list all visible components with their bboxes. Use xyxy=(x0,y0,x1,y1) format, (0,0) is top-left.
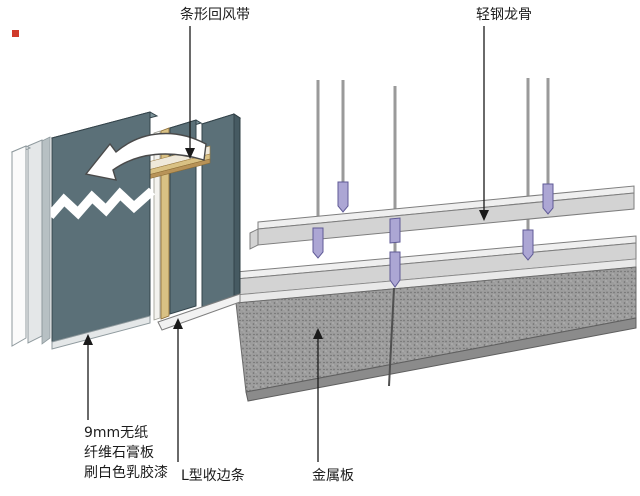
arrowhead-gypsum-board xyxy=(83,334,93,345)
board-liner-layer xyxy=(153,130,161,321)
outer-board-second xyxy=(27,139,43,344)
callout-gypsum-board-line3: 刷白色乳胶漆 xyxy=(84,465,168,481)
rear-panel-side-face xyxy=(233,113,241,301)
rear-panel-front-face xyxy=(201,113,235,311)
callout-light-steel-keel: 轻钢龙骨 xyxy=(476,7,532,23)
suspended-ceiling-assembly xyxy=(235,78,637,402)
arrowhead-metal-panel xyxy=(313,328,323,339)
hanger-clip xyxy=(337,181,349,213)
hanger-clip xyxy=(389,217,401,244)
callout-gypsum-board-line2: 纤维石膏板 xyxy=(84,445,154,461)
main-runner-end-cap xyxy=(249,228,259,250)
metal-panel-seam xyxy=(388,287,395,387)
main-runner-keel xyxy=(249,185,635,250)
airflow-arrow xyxy=(84,132,207,181)
outer-board-front-face xyxy=(11,145,27,347)
callout-strip-return-air: 条形回风带 xyxy=(180,7,250,23)
hanger-clips xyxy=(312,181,554,288)
arrowhead-edge-trim xyxy=(173,318,183,329)
callout-gypsum-board-line1: 9mm无纸 xyxy=(84,425,149,441)
board-core-layer xyxy=(160,127,170,320)
arrowhead-light-steel-keel xyxy=(479,210,489,221)
section-break-zigzag xyxy=(46,187,155,220)
metal-panel-front-edge xyxy=(245,317,637,402)
front-panel-bottom-trim xyxy=(51,315,151,350)
hanger-clip xyxy=(542,183,554,215)
callout-leaders xyxy=(83,26,489,462)
hanger-clip xyxy=(389,251,401,288)
hanger-clip xyxy=(522,229,534,261)
board-gap-shadow xyxy=(41,136,51,345)
callout-gypsum-board: 9mm无纸 纤维石膏板 刷白色乳胶漆 xyxy=(84,423,168,483)
callout-metal-panel: 金属板 xyxy=(312,468,354,484)
callout-edge-trim: L型收边条 xyxy=(181,468,245,484)
gypsum-board-assembly xyxy=(10,111,242,350)
red-mark xyxy=(12,30,19,37)
arrowhead-strip-return-air xyxy=(185,148,195,159)
hanger-clip xyxy=(312,227,324,259)
